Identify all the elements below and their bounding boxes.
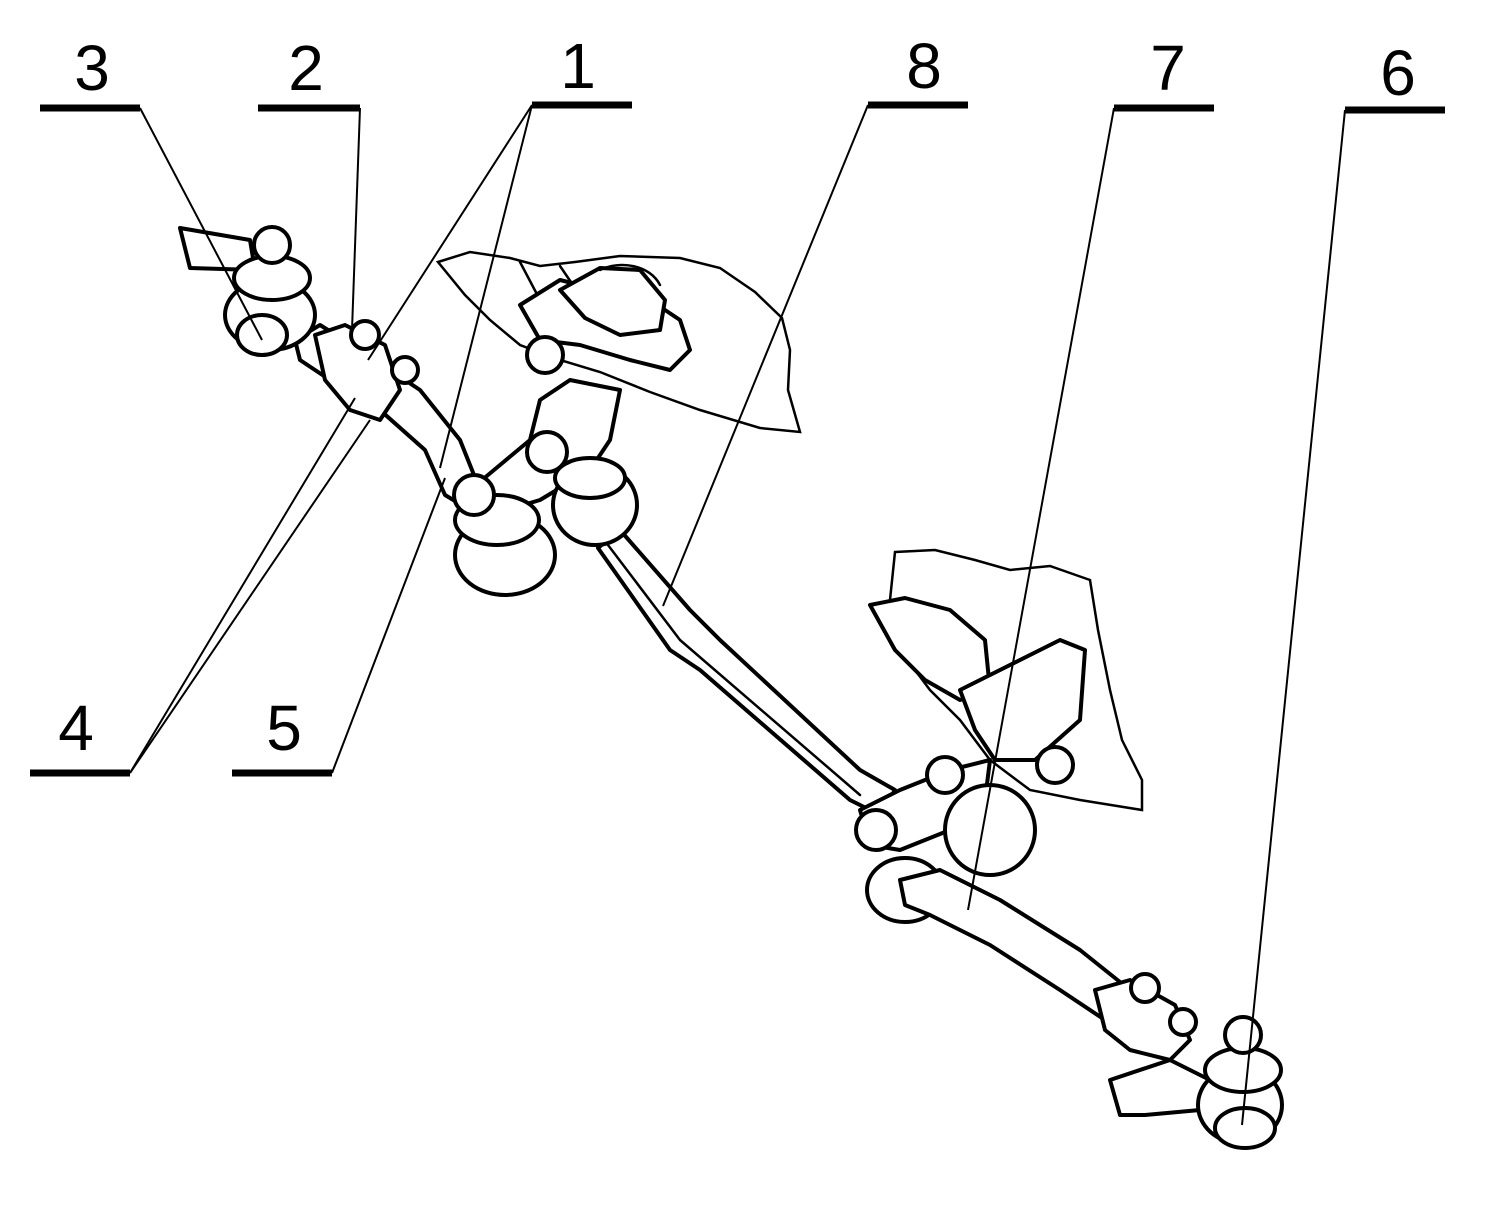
callout-2: 2 (288, 32, 324, 104)
right-arm-pivot (854, 745, 1075, 924)
callout-5: 5 (266, 692, 302, 764)
center-link (596, 528, 897, 817)
right-clamp-bolts (1129, 972, 1198, 1037)
frame-bracket-lower (868, 548, 1144, 812)
leader-lines (129, 104, 1346, 1126)
callout-3: 3 (74, 32, 110, 104)
callout-numbers: 3 2 1 8 7 6 4 5 (58, 30, 1416, 764)
callout-4: 4 (58, 692, 94, 764)
callout-8: 8 (906, 30, 942, 102)
left-clamp-bolts (349, 319, 420, 385)
right-tie-rod (898, 868, 1192, 1062)
left-arm-pivot (452, 378, 639, 597)
left-outer-tie-rod-end (178, 225, 317, 357)
callout-6: 6 (1380, 37, 1416, 109)
callout-7: 7 (1150, 32, 1186, 104)
callout-1: 1 (560, 30, 596, 102)
callout-shelves (30, 101, 1445, 777)
upper-steering-column (518, 263, 692, 375)
